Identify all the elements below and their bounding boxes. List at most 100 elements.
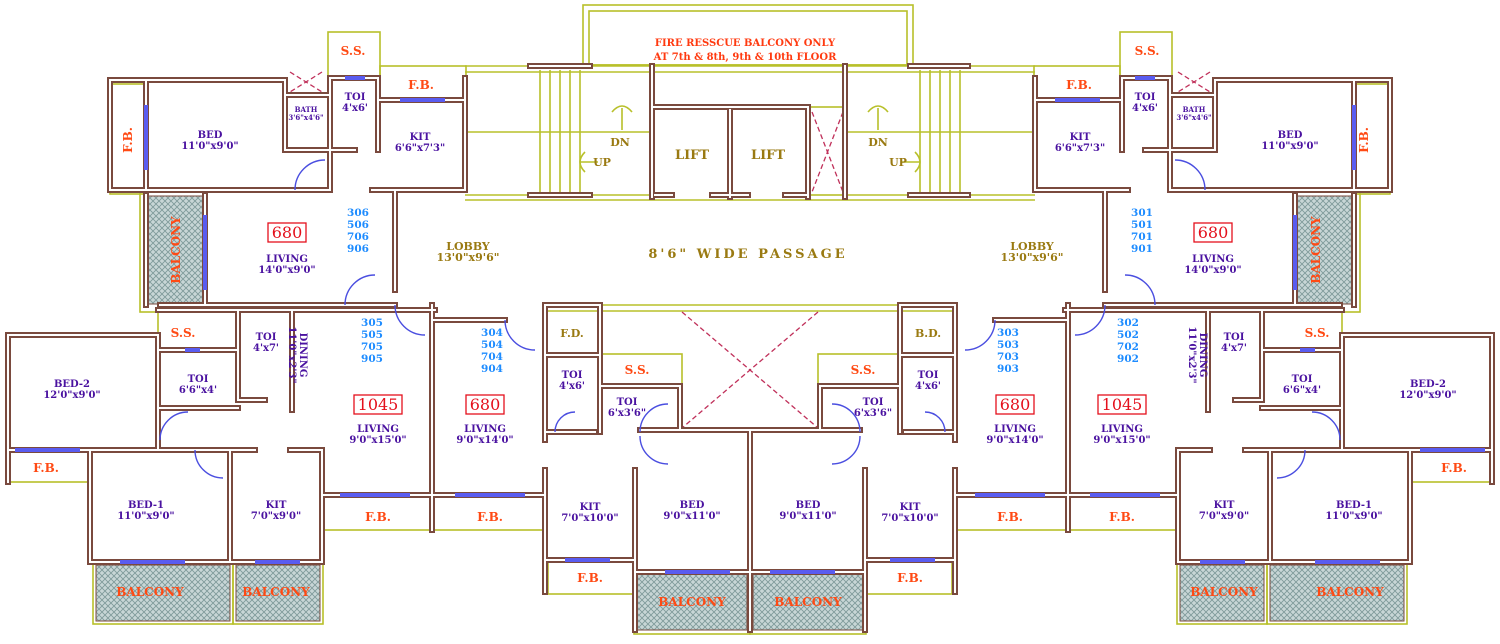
- room-name: LOBBY: [446, 240, 490, 253]
- label-bd-rc: B.D.: [915, 327, 941, 340]
- label-balc-lc: BALCONY: [658, 595, 726, 609]
- label-balc-lr2: BALCONY: [1190, 585, 1258, 599]
- room-dimension: 4'x6': [342, 103, 368, 114]
- room-dimension: 11'0"x9'0": [181, 141, 238, 152]
- room-name: BED-1: [1336, 500, 1372, 511]
- label-ss-lr: S.S.: [1305, 326, 1330, 340]
- room-name: LIVING: [1192, 254, 1234, 265]
- room-dimension: 7'0"x10'0": [881, 513, 938, 524]
- area-box: [465, 394, 505, 415]
- label-balcony-ur: BALCONY: [1309, 216, 1323, 284]
- room-name: F.B.: [121, 127, 135, 153]
- label-fb-rc2: F.B.: [897, 571, 923, 585]
- room-dimension: 4'x6': [1132, 103, 1158, 114]
- room-name: F.B.: [1109, 510, 1135, 524]
- label-fb-ur: F.B.: [1357, 127, 1371, 153]
- unit-number: 904: [481, 363, 503, 375]
- room-name: F.D.: [560, 327, 584, 340]
- room-name: F.B.: [997, 510, 1023, 524]
- unit-number: 701: [1131, 231, 1153, 243]
- label-ss-ll: S.S.: [171, 326, 196, 340]
- room-name: BED: [198, 130, 223, 141]
- area-303: 680: [1000, 395, 1031, 414]
- unit-number: 901: [1131, 243, 1153, 255]
- room-name: F.B.: [1357, 127, 1371, 153]
- room-name: TOI: [562, 370, 583, 381]
- room-name: BALCONY: [1190, 585, 1258, 599]
- room-name: S.S.: [341, 44, 366, 58]
- area-box: [1097, 394, 1147, 415]
- room-dimension: 11'0"x2'3": [286, 326, 297, 383]
- room-dimension: 4'x6': [915, 381, 941, 392]
- room-dimension: 13'0"x9'6": [1000, 251, 1063, 264]
- stair-up-right: UP: [889, 156, 907, 169]
- room-dimension: 6'6"x7'3": [395, 143, 445, 154]
- room-dimension: 3'6"x4'6": [1176, 113, 1211, 122]
- label-fb-lc2: F.B.: [577, 571, 603, 585]
- stair-dn-right: DN: [868, 136, 888, 149]
- room-name: BALCONY: [169, 216, 183, 284]
- label-fb-ll: F.B.: [33, 461, 59, 475]
- label-fb-ur2: F.B.: [1066, 78, 1092, 92]
- room-name: B.D.: [915, 327, 941, 340]
- room-dimension: 6'6"x4': [1283, 385, 1321, 396]
- room-name: BALCONY: [1309, 216, 1323, 284]
- lift-left: LIFT: [675, 148, 709, 163]
- room-dimension: 7'0"x9'0": [1199, 511, 1249, 522]
- room-name: KIT: [580, 502, 601, 513]
- unit-number: 306: [347, 207, 369, 219]
- room-name: LOBBY: [1010, 240, 1054, 253]
- room-name: BALCONY: [774, 595, 842, 609]
- room-dimension: 11'0"x2'3": [1186, 326, 1197, 383]
- label-fb-lc: F.B.: [477, 510, 503, 524]
- label-fb-ul2: F.B.: [408, 78, 434, 92]
- room-name: S.S.: [1135, 44, 1160, 58]
- room-name: LIVING: [357, 424, 399, 435]
- label-fb-rc: F.B.: [997, 510, 1023, 524]
- unit-number: 303: [997, 327, 1019, 339]
- room-name: DINING: [1197, 333, 1208, 378]
- passage-label: 8'6" WIDE PASSAGE: [648, 247, 847, 262]
- room-dimension: 9'0"x15'0": [349, 435, 406, 446]
- room-name: TOI: [188, 374, 209, 385]
- room-name: F.B.: [365, 510, 391, 524]
- room-name: TOI: [345, 92, 366, 103]
- unit-number: 706: [347, 231, 369, 243]
- fire-balcony-note-line2: AT 7th & 8th, 9th & 10th FLOOR: [653, 52, 837, 63]
- room-name: S.S.: [851, 363, 876, 377]
- room-dimension: 4'x6': [559, 381, 585, 392]
- unit-number: 301: [1131, 207, 1153, 219]
- room-dimension: 13'0"x9'6": [436, 251, 499, 264]
- label-fb-lr: F.B.: [1441, 461, 1467, 475]
- unit-number: 506: [347, 219, 369, 231]
- room-name: LIVING: [994, 424, 1036, 435]
- room-dimension: 9'0"x15'0": [1093, 435, 1150, 446]
- room-name: KIT: [1214, 500, 1235, 511]
- label-ss-ul: S.S.: [341, 44, 366, 58]
- room-dimension: 6'x3'6": [854, 408, 892, 419]
- room-name: BATH: [295, 105, 318, 114]
- label-fb-ul: F.B.: [121, 127, 135, 153]
- room-dimension: 11'0"x9'0": [1261, 141, 1318, 152]
- room-name: TOI: [918, 370, 939, 381]
- area-305: 1045: [358, 395, 399, 414]
